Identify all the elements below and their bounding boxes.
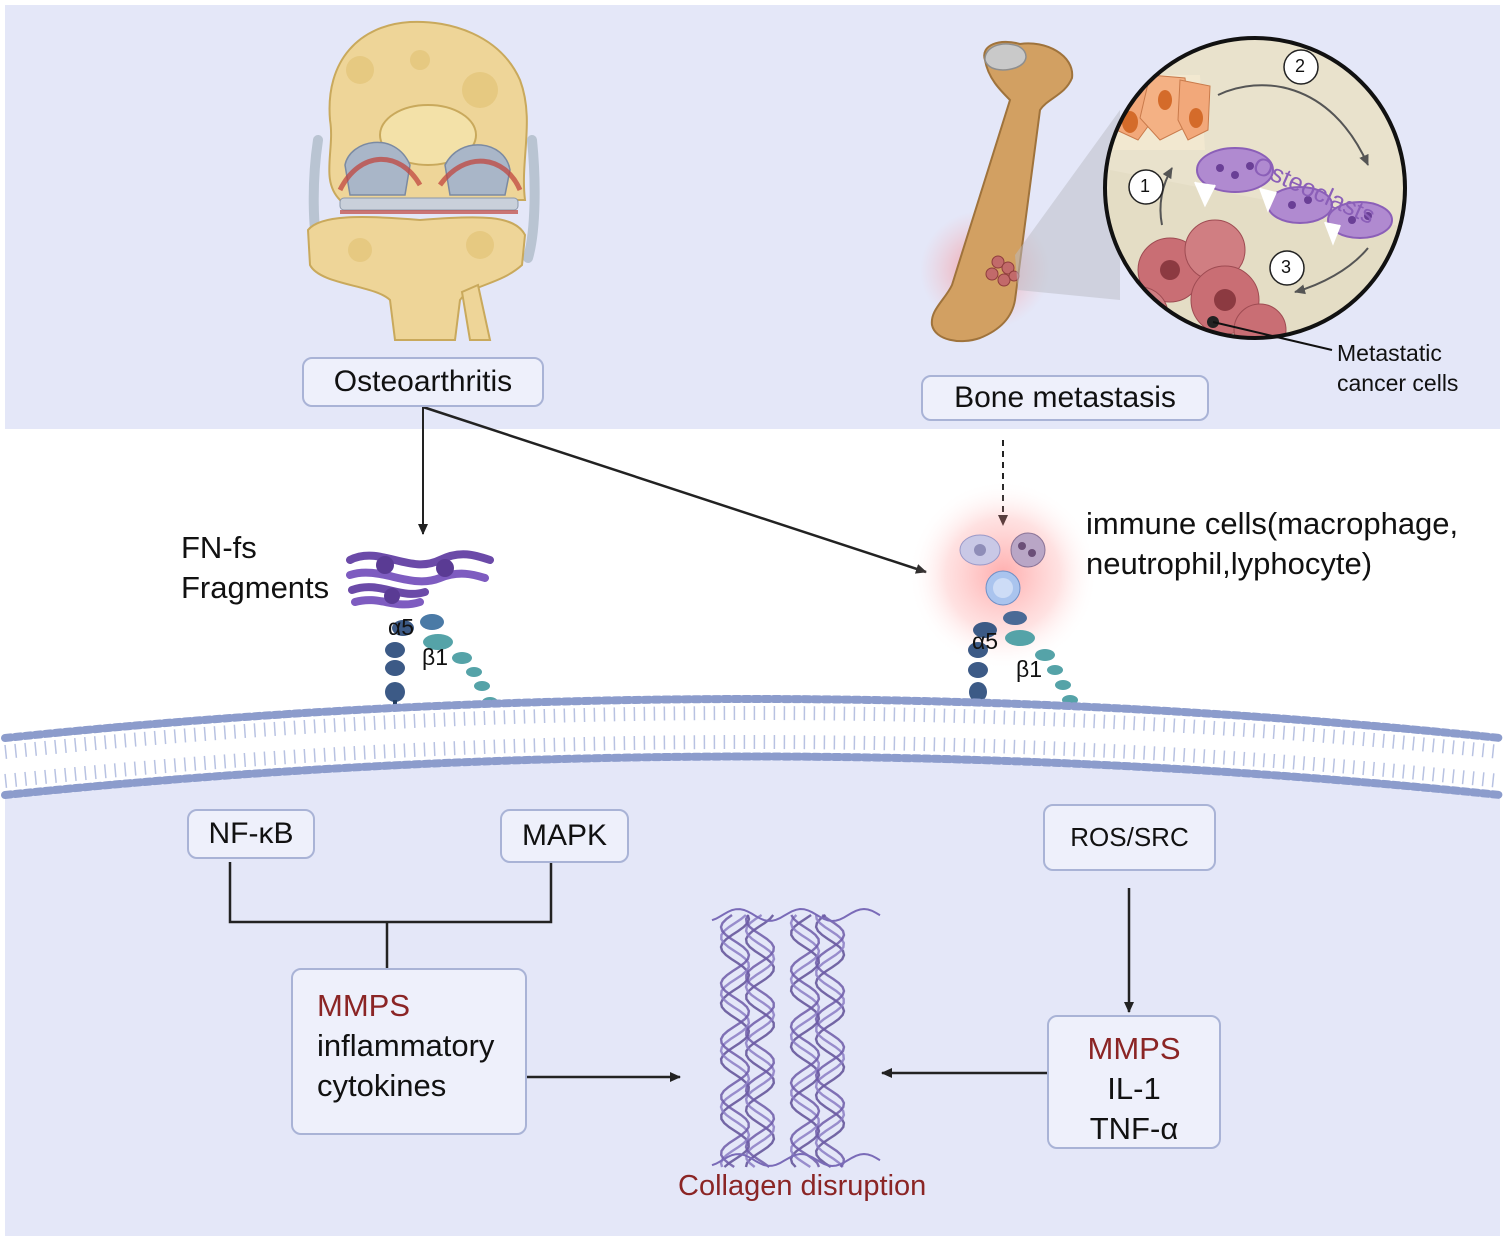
nfkb-box: NF-κB [187,809,315,859]
right-tnf-label: TNF-α [1089,1111,1179,1146]
bone-metastasis-label-box: Bone metastasis [921,375,1209,421]
bone-metastasis-label: Bone metastasis [954,381,1176,414]
beta1-left-label: β1 [422,644,449,670]
immune-label-line1: immune cells(macrophage, [1086,506,1459,541]
step-2-number: 2 [1295,56,1306,76]
fnfs-label-line1: FN-fs [181,530,257,565]
collagen-strand [789,914,821,1169]
left-mmps-label: MMPS [317,988,410,1023]
pathway-bracket [228,862,553,924]
step-2-marker [1283,49,1319,85]
step-1-marker [1128,169,1164,205]
metastatic-label-line2: cancer cells [1337,370,1459,396]
collagen-fibrils-icon [711,907,881,1169]
osteoarthritis-label: Osteoarthritis [333,365,513,398]
collagen-strand [744,914,776,1168]
collagen-strand [744,913,776,1168]
step-3-number: 3 [1281,257,1292,277]
knee-joint-illustration [306,20,540,341]
collagen-strand [719,914,751,1168]
collagen-strand [789,914,821,1168]
collagen-strand [814,914,846,1168]
metastatic-pointer-line [1212,321,1333,351]
collagen-strand [719,914,751,1168]
collagen-frayed-end [711,1152,881,1168]
arrow-oa-to-immune [422,405,927,574]
step-3-marker [1269,250,1305,286]
right-il1-label: IL-1 [1107,1071,1161,1106]
collagen-strand [744,914,776,1168]
collagen-strand [814,914,846,1168]
metastatic-label-line1: Metastatic [1337,340,1442,366]
osteoclast-cells [1194,147,1393,246]
osteoblast-cells [1111,71,1211,141]
mapk-label: MAPK [521,819,608,852]
bone-microenvironment-zoom [1103,36,1407,351]
collagen-strand [814,914,846,1168]
cell-membrane [1,695,1504,799]
osteoarthritis-label-box: Osteoarthritis [302,357,544,407]
nfkb-label: NF-κB [208,817,294,850]
ros-src-box: ROS/SRC [1043,804,1216,871]
immune-label-line2: neutrophil,lyphocyte) [1086,546,1373,581]
alpha5-right-label: α5 [972,628,999,654]
left-cytokines-label: cytokines [317,1068,447,1103]
femur-bone-illustration [920,40,1120,343]
collagen-disruption-label: Collagen disruption [678,1170,927,1202]
collagen-strand [719,914,751,1168]
integrin-receptor-left [385,614,522,747]
mapk-box: MAPK [500,809,629,863]
collagen-frayed-end [711,907,881,923]
left-mediators-box: MMPS inflammatory cytokines [291,968,527,1135]
ros-src-label: ROS/SRC [1070,822,1189,852]
beta1-right-label: β1 [1016,656,1043,682]
immune-cells-icon [908,480,1098,670]
step-1-number: 1 [1140,176,1151,196]
right-mediators-box: MMPS IL-1 TNF-α [1047,1015,1221,1149]
left-inflammatory-label: inflammatory [317,1028,495,1063]
fn-fragments-icon [346,550,494,609]
right-mmps-label: MMPS [1087,1031,1181,1066]
fnfs-label-line2: Fragments [181,570,330,605]
alpha5-left-label: α5 [388,614,415,640]
